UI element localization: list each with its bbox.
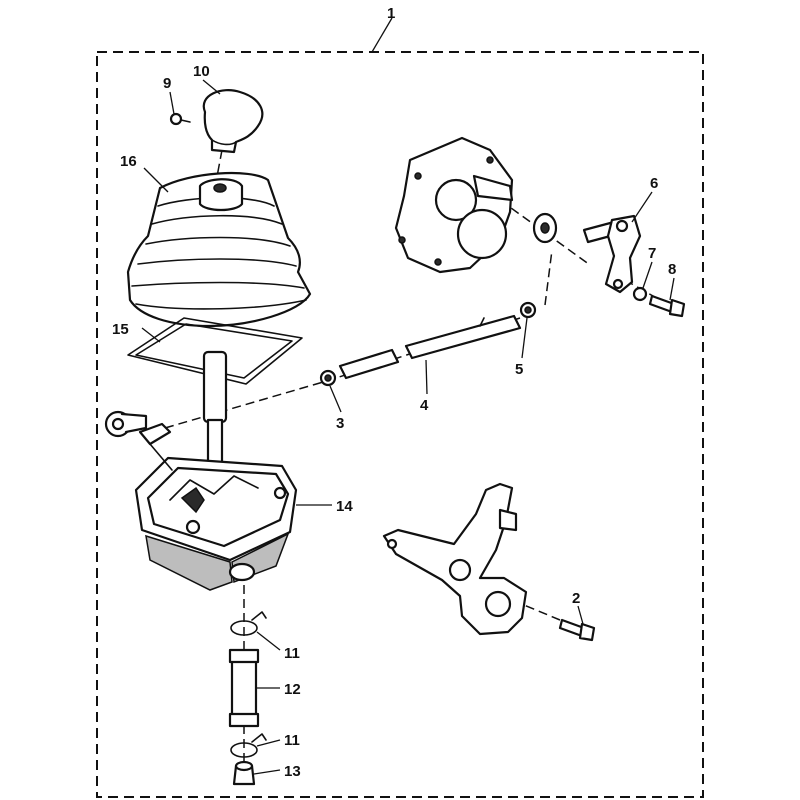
leader-15 [141, 327, 161, 343]
assembly-frame [96, 51, 704, 798]
callout-9: 9 [163, 75, 171, 92]
callout-6: 6 [650, 175, 658, 192]
mounting-bracket [382, 482, 528, 636]
leader-4 [425, 359, 428, 395]
callout-5: 5 [515, 361, 523, 378]
callout-10: 10 [193, 63, 210, 80]
shift-arm-part-6 [582, 214, 642, 294]
leader-9 [169, 91, 175, 115]
callout-13: 13 [284, 763, 301, 780]
bolt-part-8 [648, 294, 686, 318]
callout-12: 12 [284, 681, 301, 698]
assembly-leader [371, 17, 393, 53]
screw-part-9 [169, 112, 191, 126]
callout-14: 14 [336, 498, 353, 515]
cap-part-13 [232, 760, 256, 786]
bolt-part-2 [558, 618, 596, 642]
assembly-axis-bolt-2 [499, 594, 573, 626]
leader-5 [521, 317, 528, 359]
assembly-axis-knob [215, 149, 223, 183]
callout-16: 16 [120, 153, 137, 170]
leader-7 [642, 261, 653, 289]
washer-part-3 [319, 369, 337, 387]
leader-10 [202, 79, 221, 95]
seal-part [532, 212, 558, 244]
assembly-axis-housing [499, 199, 591, 266]
clip-part-11-lower [230, 733, 267, 758]
knob-part-10 [202, 89, 264, 154]
boot-part-16 [126, 171, 312, 328]
leader-11b [256, 739, 281, 747]
callout-4: 4 [420, 397, 429, 414]
bushing-part [104, 410, 173, 471]
callout-2: 2 [572, 590, 580, 607]
leader-11a [256, 631, 281, 651]
leader-2 [577, 605, 584, 625]
callout-7: 7 [648, 245, 656, 262]
tube-part-12 [228, 648, 260, 728]
leader-13 [253, 769, 281, 775]
leader-16 [143, 167, 169, 193]
callout-3: 3 [336, 415, 344, 432]
transmission-cover [394, 136, 514, 274]
callout-11b: 11 [284, 732, 300, 749]
callout-1: 1 [387, 5, 395, 22]
assembly-axis-vertical [544, 249, 553, 306]
callout-11a: 11 [284, 645, 300, 662]
washer-part-5 [519, 301, 537, 319]
leader-8 [669, 277, 675, 301]
leader-6 [631, 191, 653, 223]
clip-part-11-upper [230, 611, 267, 636]
callout-15: 15 [112, 321, 129, 338]
lock-washer-part-7 [632, 286, 648, 302]
shifter-housing-part-14 [134, 350, 298, 591]
leader-3 [329, 385, 342, 413]
shaft-part-4 [338, 314, 522, 380]
callout-8: 8 [668, 261, 676, 278]
